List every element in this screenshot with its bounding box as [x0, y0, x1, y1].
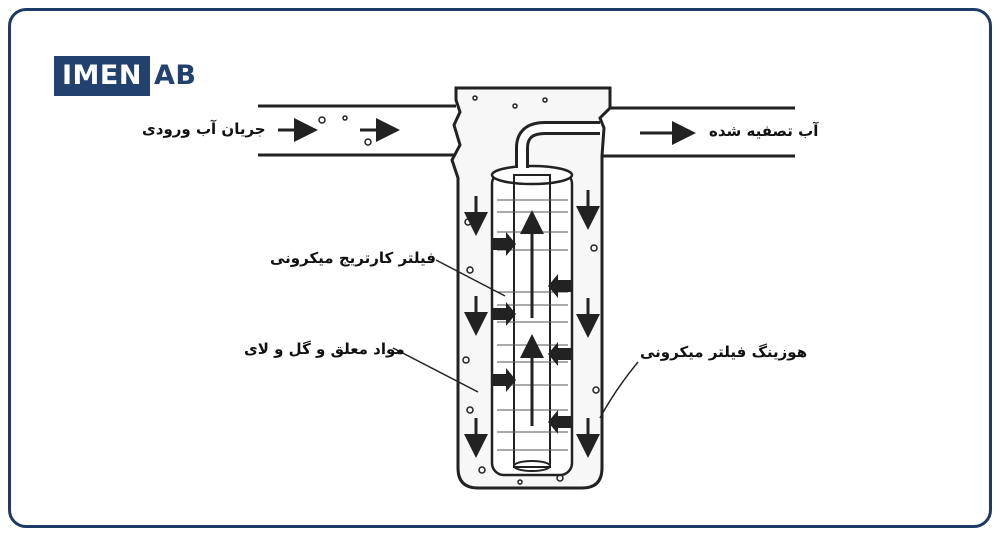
radial-arrows [492, 232, 572, 434]
label-outflow: آب تصفیه شده [709, 122, 819, 140]
logo-text-right: AB [153, 60, 197, 91]
label-sediment: مواد معلق و گل و لای [244, 340, 405, 358]
brand-logo: IMEN AB [54, 56, 200, 96]
label-inflow: جریان آب ورودی [142, 120, 266, 138]
flow-arrows [278, 118, 696, 458]
label-housing: هوزینگ فیلتر میکرونی [640, 343, 808, 361]
sediment-particles [318, 95, 600, 485]
logo-text-left: IMEN [54, 56, 150, 96]
label-cartridge: فیلتر کارتریج میکرونی [270, 249, 436, 267]
label-leaders [392, 259, 639, 419]
outlet-pipe [575, 106, 795, 158]
filter-cartridge [490, 164, 574, 477]
inlet-pipe [258, 104, 470, 157]
